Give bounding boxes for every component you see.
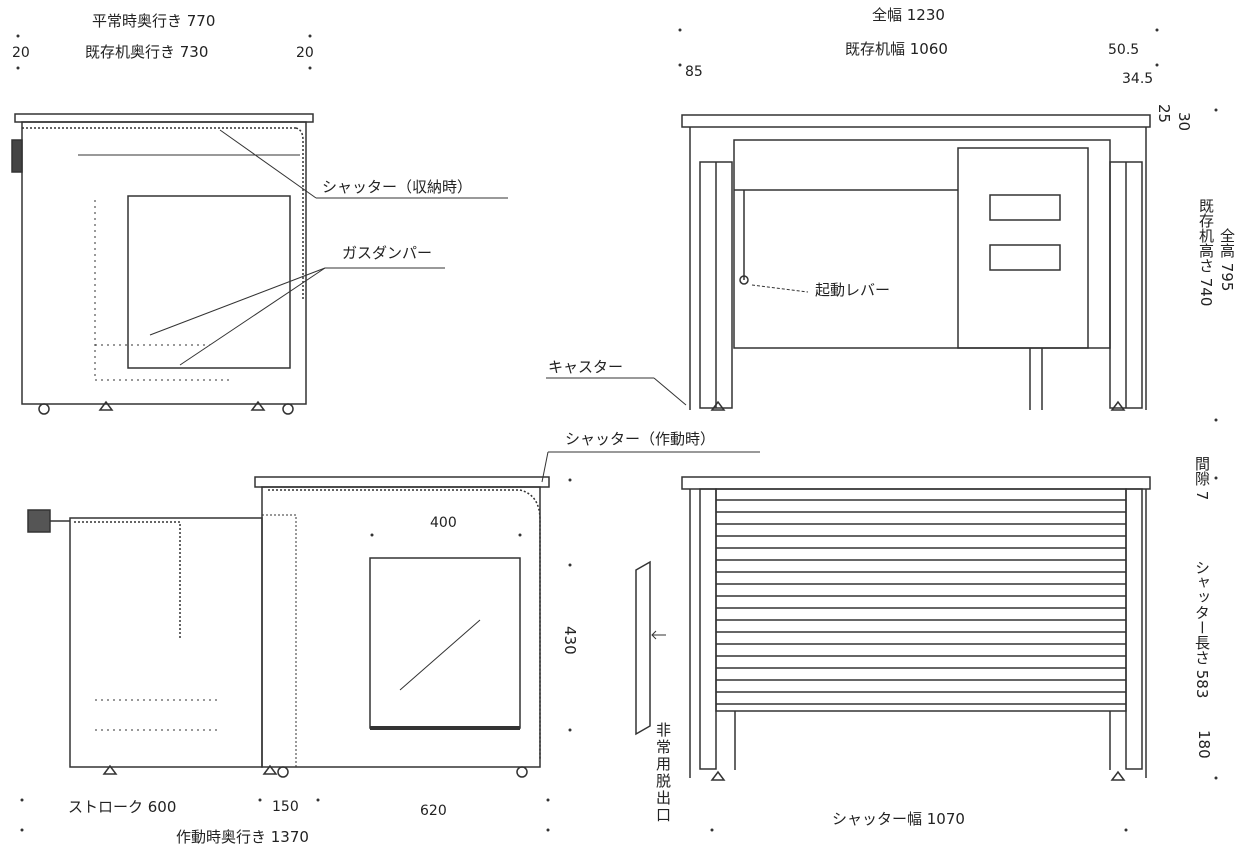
overall-width-label: 全幅 1230 (872, 6, 945, 24)
dim-430-label: 430 (561, 626, 579, 655)
margin-left-label: 20 (12, 45, 30, 61)
desk-depth-label: 既存机奥行き 730 (85, 43, 209, 61)
dim-620-label: 620 (420, 803, 447, 819)
emergency-exit-label: 非常用脱出口 (654, 722, 672, 824)
right-offset-b-label: 34.5 (1122, 71, 1154, 87)
start-lever-label: 起動レバー (815, 281, 891, 299)
desk-height-label: 既存机高さ 740 (1197, 198, 1215, 307)
top-dim-b-label: 30 (1175, 112, 1193, 132)
gas-damper-label: ガスダンパー (342, 244, 433, 262)
shutter-active-label: シャッター（作動時） (565, 430, 716, 448)
shutter-length-label: シャッター長さ 583 (1193, 560, 1211, 699)
stroke-label: ストローク 600 (68, 798, 177, 816)
depth-active-label: 作動時奥行き 1370 (176, 828, 309, 846)
front-view-active (635, 476, 1151, 781)
side-view-active (27, 451, 760, 778)
front-view-normal (546, 114, 1151, 411)
dim-180-label: 180 (1195, 730, 1213, 759)
left-offset-label: 85 (685, 64, 703, 80)
side-view-normal (11, 113, 508, 415)
desk-width-label: 既存机幅 1060 (845, 40, 948, 58)
total-height-label: 全高 795 (1218, 228, 1236, 292)
right-offset-a-label: 50.5 (1108, 42, 1140, 58)
shutter-stored-label: シャッター（収納時） (322, 178, 473, 196)
dim-400-label: 400 (430, 515, 457, 531)
margin-right-label: 20 (296, 45, 314, 61)
caster-label: キャスター (548, 358, 624, 376)
gap-label: 間隙 7 (1193, 456, 1211, 501)
shutter-width-label: シャッター幅 1070 (832, 810, 965, 828)
top-dim-a-label: 25 (1155, 104, 1173, 124)
depth-normal-label: 平常時奥行き 770 (92, 12, 216, 30)
dim-150-label: 150 (272, 799, 299, 815)
